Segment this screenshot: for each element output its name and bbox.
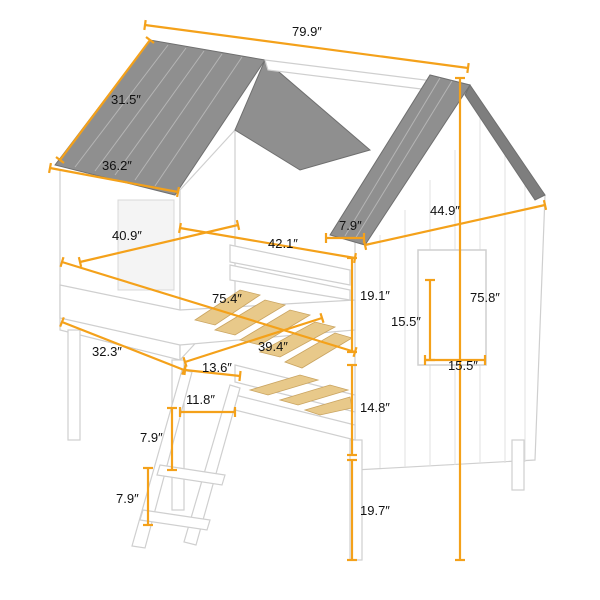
- label-gable-width: 44.9″: [430, 203, 460, 218]
- mattress-slats: [194, 289, 353, 416]
- dimension-tick: [59, 256, 65, 268]
- label-roof-depth: 36.2″: [102, 158, 132, 173]
- label-side-depth: 32.3″: [92, 344, 122, 359]
- dimension-tick: [175, 186, 181, 198]
- dimension-lines: [49, 23, 546, 560]
- right-roof: [329, 74, 546, 246]
- dimension-tick: [47, 162, 53, 174]
- dimension-tick: [59, 316, 65, 328]
- left-roof: [54, 39, 266, 196]
- dimension-tick: [319, 312, 325, 324]
- label-mattress-width: 39.4″: [258, 339, 288, 354]
- window-frame: [417, 249, 487, 366]
- label-guard-height: 19.1″: [360, 288, 390, 303]
- label-window-width: 15.5″: [448, 358, 478, 373]
- dimension-tick: [143, 19, 147, 31]
- dimension-tick: [77, 256, 83, 268]
- label-overall-length: 79.9″: [292, 24, 322, 39]
- label-window-height: 15.5″: [391, 314, 421, 329]
- label-gable-overhang: 7.9″: [339, 218, 362, 233]
- dimension-tick: [145, 36, 155, 44]
- label-ladder-top-step: 7.9″: [140, 430, 163, 445]
- dimension-tick: [352, 346, 358, 358]
- label-roof-slope: 31.5″: [111, 92, 141, 107]
- label-overall-height: 75.8″: [470, 290, 500, 305]
- dimension-tick: [466, 62, 470, 74]
- label-bed-length: 75.4″: [212, 291, 242, 306]
- label-upper-frame-width: 40.9″: [112, 228, 142, 243]
- label-leg-height: 19.7″: [360, 503, 390, 518]
- dimension-tick: [183, 364, 187, 376]
- label-side-rail-height: 14.8″: [360, 400, 390, 415]
- dimension-tick: [362, 239, 368, 251]
- dimension-tick: [55, 156, 65, 164]
- dimension-labels: 79.9″ 31.5″ 36.2″ 40.9″ 42.1″ 7.9″ 44.9″…: [92, 24, 500, 518]
- label-ladder-gap: 13.6″: [202, 360, 232, 375]
- label-inner-length: 42.1″: [268, 236, 298, 251]
- dimension-tick: [178, 222, 182, 234]
- label-ladder-width: 11.8″: [186, 392, 215, 407]
- back-roof-panel: [234, 59, 372, 171]
- label-ladder-step: 7.9″: [116, 491, 139, 506]
- dimension-tick: [238, 370, 242, 382]
- dimension-tick: [235, 219, 241, 231]
- dimension-tick: [542, 199, 548, 211]
